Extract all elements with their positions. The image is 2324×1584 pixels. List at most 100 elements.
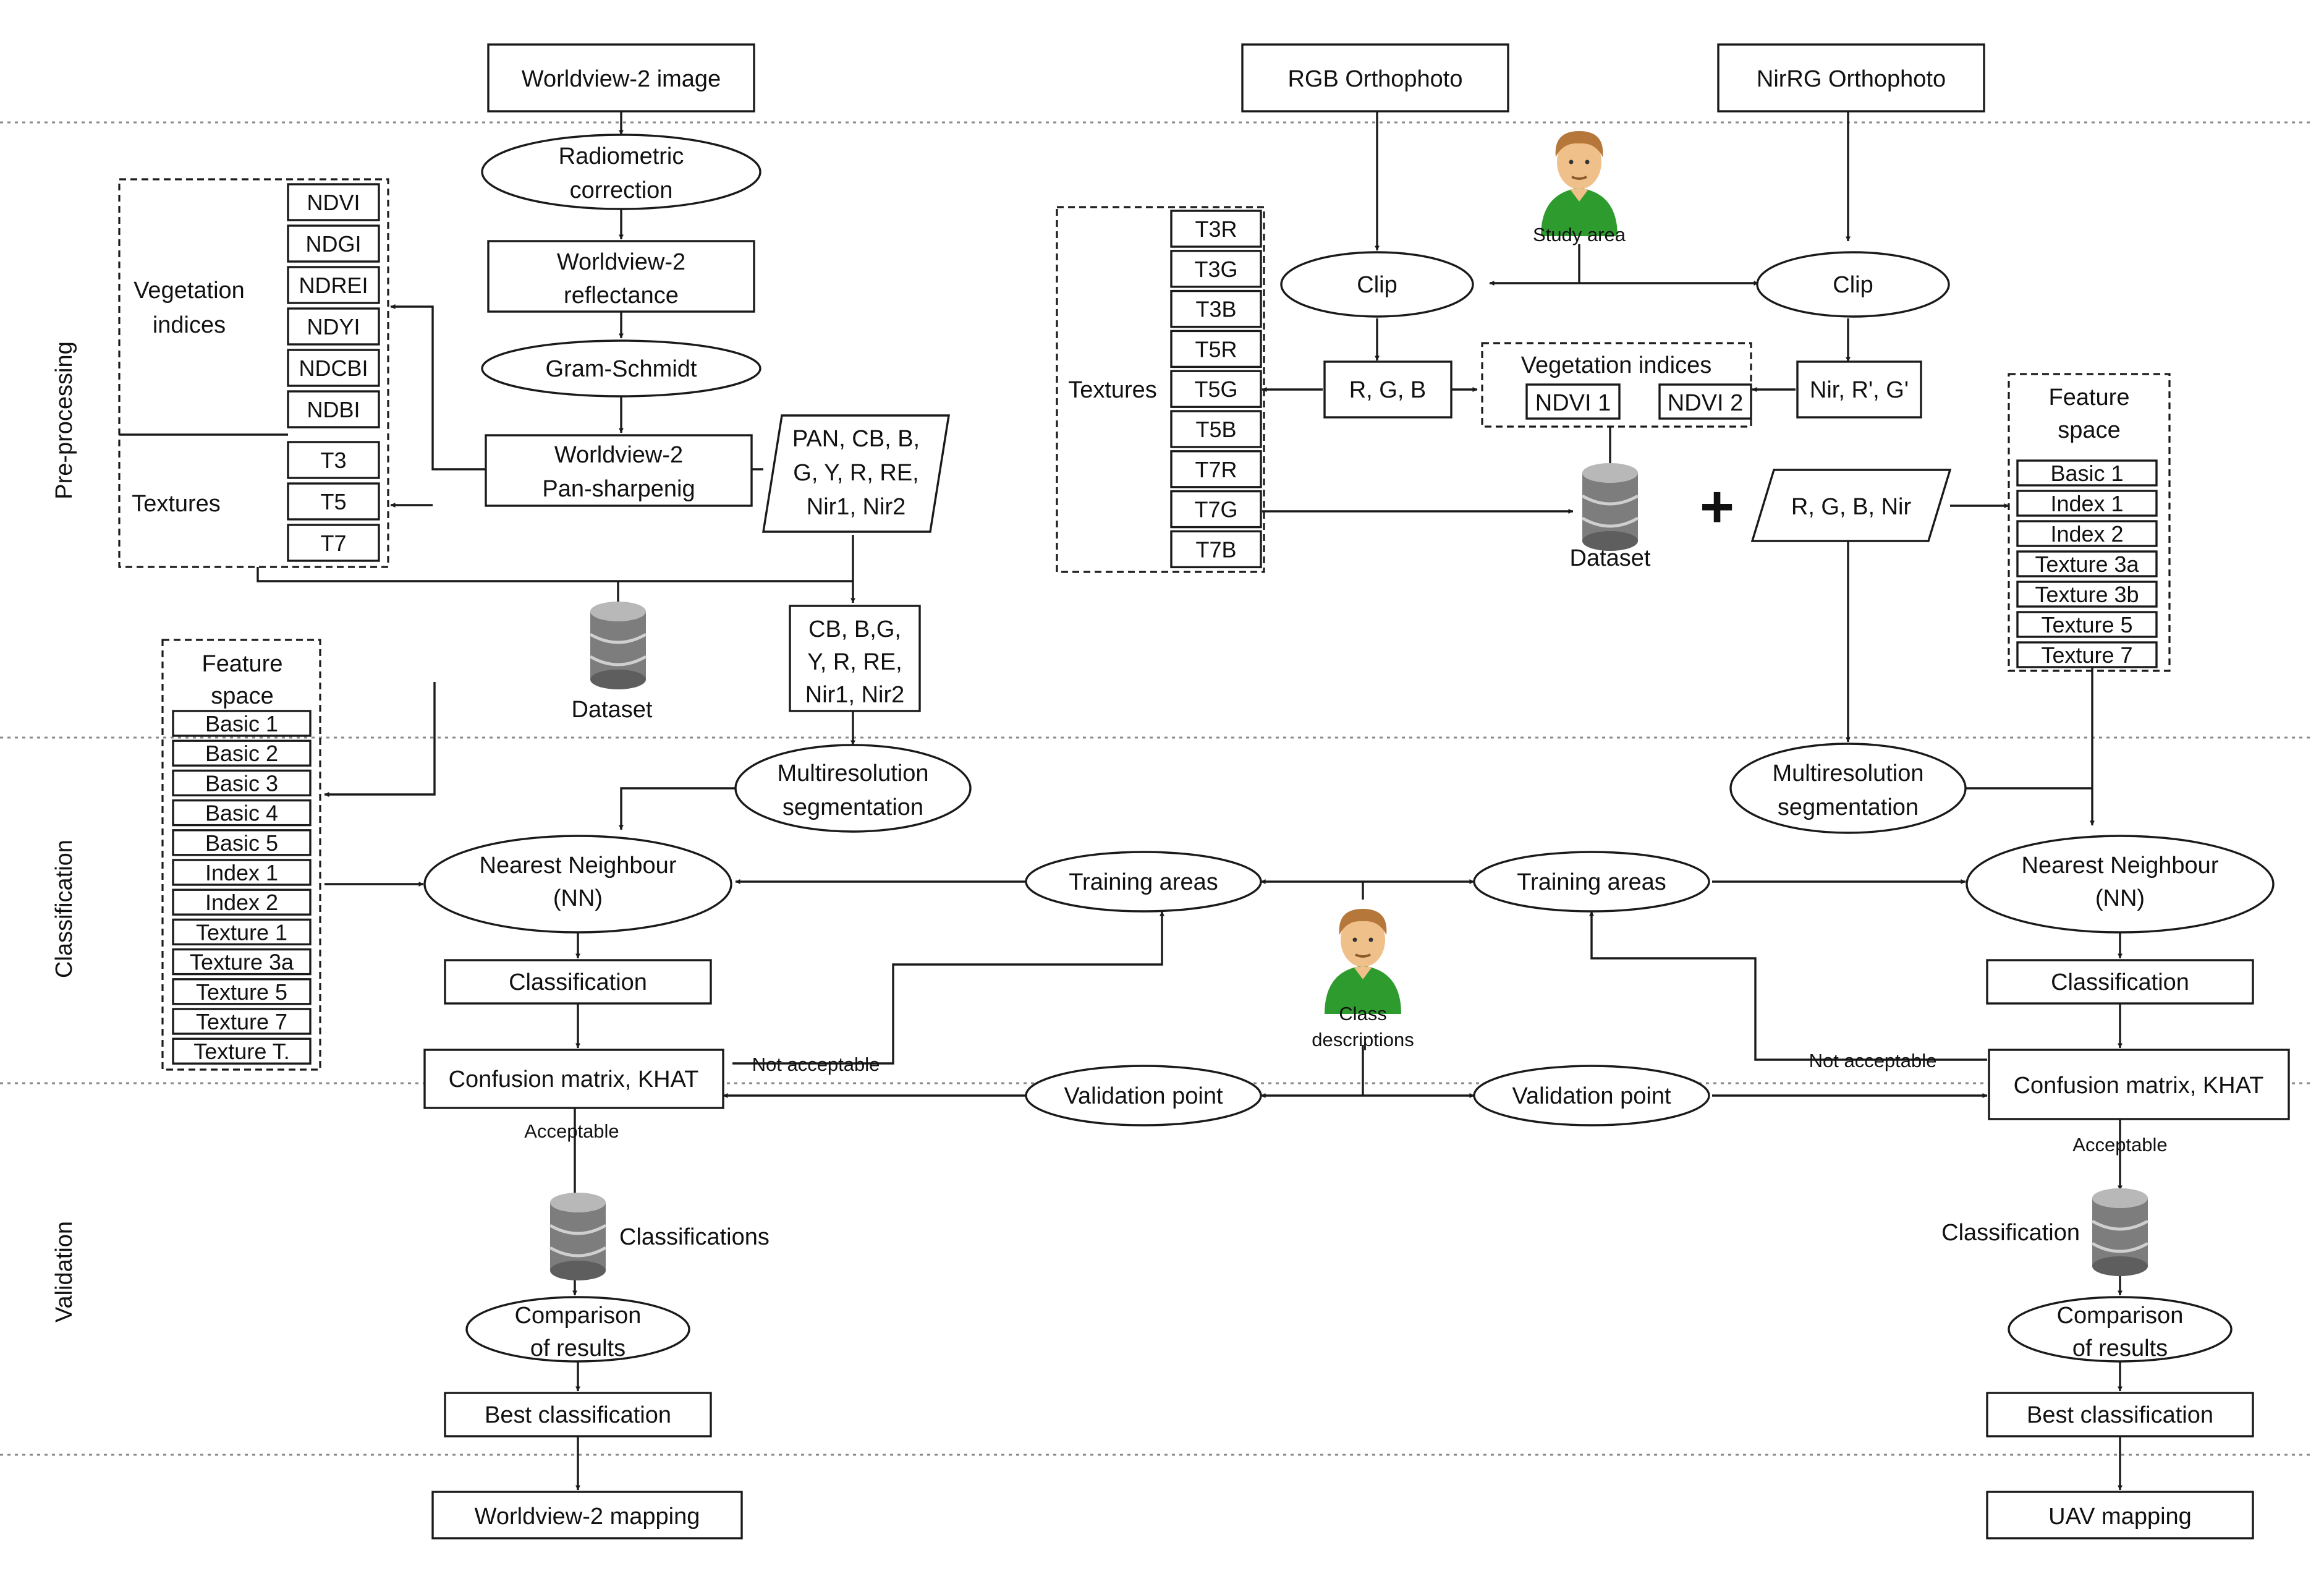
left-mapping-box: [431, 1491, 743, 1539]
ndvi1-box: [1525, 383, 1621, 420]
left-comparison-node: [465, 1296, 690, 1363]
pansharpen-box: [485, 434, 753, 507]
database-icon: [1582, 463, 1638, 551]
left-mapping-label: Worldview-2 mapping: [475, 1504, 700, 1530]
nirrg-orthophoto-box: [1717, 43, 1985, 113]
left-feature-box: [172, 1037, 312, 1065]
right-feature-space-title-2: space: [2058, 417, 2120, 443]
right-texture-box: [1170, 450, 1262, 488]
training-areas-left-node: [1025, 851, 1262, 913]
training-areas-right-label: Training areas: [1517, 869, 1666, 895]
phase-label-validation: Validation: [51, 1221, 77, 1322]
reflectance-box: [487, 240, 755, 313]
right-nn-node: [1966, 835, 2275, 934]
clip-rgb-label: Clip: [1357, 272, 1397, 298]
vegetation-index-box: [287, 390, 380, 428]
left-feature-box: [172, 829, 312, 856]
person-icon: [1540, 130, 1619, 237]
right-classification-label: Classification: [2051, 969, 2189, 995]
right-feature-label: Texture 3a: [2035, 551, 2139, 577]
left-feature-label: Basic 1: [205, 711, 278, 736]
left-feature-label: Basic 5: [205, 830, 278, 856]
left-acceptable-label: Acceptable: [524, 1120, 619, 1142]
plus-symbol: +: [1700, 474, 1734, 540]
rgb-orthophoto-label: RGB Orthophoto: [1287, 66, 1462, 92]
right-feature-box: [2016, 490, 2158, 517]
right-texture-box: [1170, 330, 1262, 368]
right-confusion-box: [1988, 1049, 2290, 1120]
right-texture-label: T5R: [1195, 336, 1237, 362]
reflectance-label-2: reflectance: [564, 283, 679, 309]
ndvi1-label: NDVI 1: [1535, 390, 1611, 416]
class-descriptions-label-2: descriptions: [1312, 1029, 1414, 1050]
right-nn-label-2: (NN): [2095, 885, 2145, 911]
left-feature-box: [172, 769, 312, 797]
texture-box: [287, 524, 380, 562]
validation-point-right-node: [1473, 1065, 1710, 1126]
rgb-bands-label: R, G, B: [1349, 377, 1427, 403]
bands-output-box: [789, 605, 921, 712]
worldview-image-label: Worldview-2 image: [522, 66, 721, 92]
right-segmentation-label-1: Multiresolution: [1773, 760, 1924, 786]
right-feature-space-title-1: Feature: [2049, 385, 2130, 411]
right-texture-label: T7G: [1194, 497, 1237, 522]
vegetation-index-label: NDREI: [299, 273, 368, 298]
right-feature-label: Index 1: [2050, 491, 2123, 516]
clip-rgb-node: [1280, 251, 1474, 318]
bands-input-parallelogram: [762, 414, 950, 533]
ndvi2-label: NDVI 2: [1668, 390, 1743, 416]
validation-point-left-node: [1025, 1065, 1262, 1126]
phase-label-classification: Classification: [51, 840, 77, 978]
left-best-classification-label: Best classification: [485, 1402, 671, 1428]
left-best-classification-box: [444, 1392, 712, 1437]
left-feature-box: [172, 1008, 312, 1035]
left-feature-label: Index 1: [205, 860, 278, 885]
left-textures-label: Textures: [132, 491, 221, 517]
left-classification-box: [444, 959, 712, 1005]
left-feature-label: Texture 3a: [190, 950, 294, 975]
vegetation-index-box: [287, 224, 380, 263]
training-areas-right-node: [1473, 851, 1710, 913]
right-feature-box: [2016, 581, 2158, 608]
right-acceptable-label: Acceptable: [2072, 1134, 2167, 1156]
left-segmentation-node: [734, 744, 972, 833]
class-descriptions-label-1: Class: [1339, 1003, 1387, 1024]
right-comparison-node: [2008, 1296, 2233, 1363]
texture-box: [287, 482, 380, 521]
left-feature-box: [172, 739, 312, 767]
left-feature-label: Texture 5: [196, 979, 287, 1005]
vegetation-index-label: NDGI: [306, 231, 362, 257]
right-not-acceptable-label: Not acceptable: [1809, 1050, 1937, 1071]
left-feature-label: Texture 1: [196, 919, 287, 945]
right-texture-label: T3R: [1195, 216, 1237, 242]
right-dataset-label: Dataset: [1570, 545, 1651, 571]
right-texture-label: T5G: [1194, 377, 1237, 402]
left-feature-label: Basic 4: [205, 801, 278, 826]
left-feature-box: [172, 978, 312, 1005]
right-texture-box: [1170, 410, 1262, 448]
rgbnir-parallelogram: [1750, 469, 1952, 542]
left-feature-box: [172, 710, 312, 737]
right-mapping-box: [1986, 1491, 2254, 1539]
bands-input-line-2: G, Y, R, RE,: [793, 460, 918, 486]
right-nn-label-1: Nearest Neighbour: [2022, 853, 2219, 879]
pansharpen-label-2: Pan-sharpenig: [542, 476, 695, 502]
training-areas-left-label: Training areas: [1069, 869, 1218, 895]
gram-schmidt-label: Gram-Schmidt: [546, 356, 697, 382]
right-feature-box: [2016, 611, 2158, 638]
nir-bands-label: Nir, R', G': [1810, 377, 1909, 403]
right-classification-box: [1986, 959, 2254, 1005]
right-feature-label: Texture 5: [2041, 612, 2132, 637]
texture-label: T3: [320, 448, 346, 473]
left-feature-space-title-1: Feature: [202, 651, 283, 677]
right-confusion-label: Confusion matrix, KHAT: [2014, 1073, 2264, 1099]
right-texture-label: T7B: [1195, 537, 1236, 562]
bands-input-line-1: PAN, CB, B,: [792, 426, 920, 452]
right-mapping-label: UAV mapping: [2048, 1504, 2192, 1530]
right-comparison-label-1: Comparison: [2057, 1303, 2184, 1329]
bands-input-line-3: Nir1, Nir2: [807, 494, 905, 520]
validation-point-left-label: Validation point: [1064, 1083, 1223, 1109]
database-icon: [590, 602, 646, 689]
